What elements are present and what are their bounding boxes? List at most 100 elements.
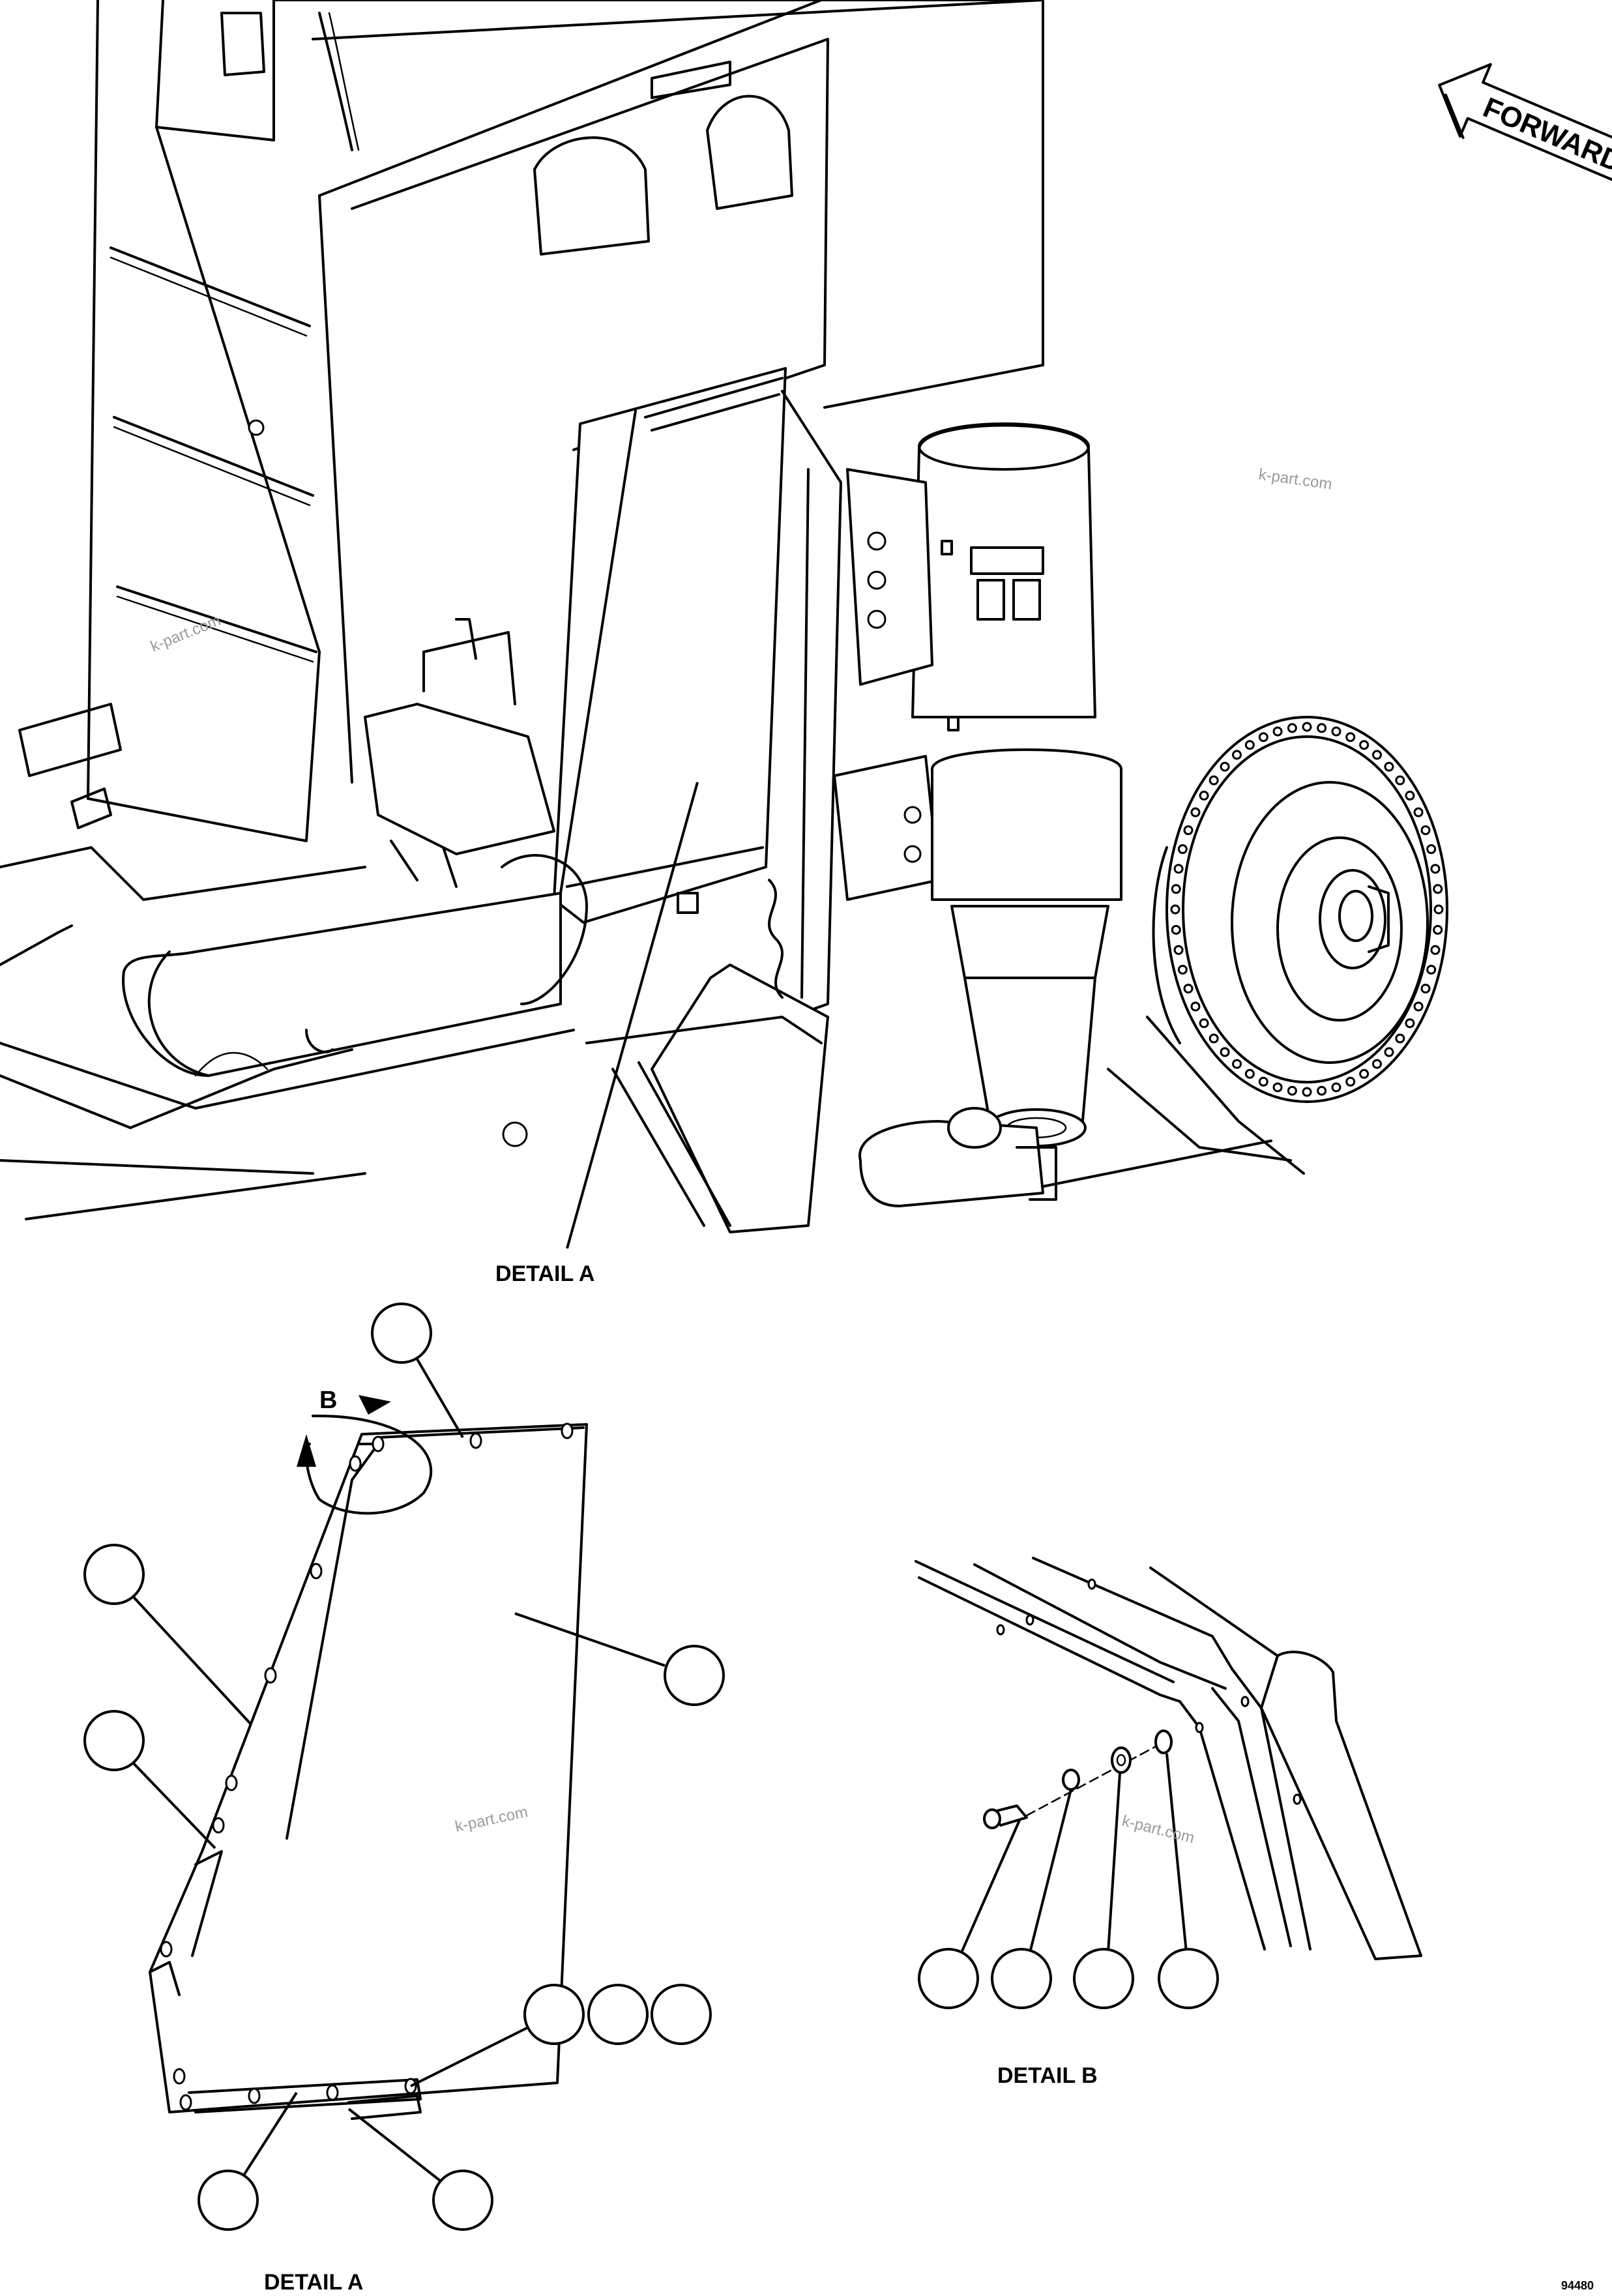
rotor-bolt-hole (1420, 825, 1431, 836)
rotor-bolt-hole (1173, 864, 1184, 874)
mounting-hole (212, 1817, 225, 1834)
callout-balloon (991, 1948, 1052, 2009)
panel-mounting-holes (160, 1422, 574, 2111)
rotor-bolt-hole (1170, 904, 1180, 915)
rotor-bolt-hole (1384, 761, 1394, 772)
rotor-bolt-hole (1331, 1082, 1341, 1093)
detail-a-bottom-label: DETAIL A (264, 2270, 363, 2295)
rotor-bolt-hole (1177, 964, 1188, 975)
rotor-bolt-ring (1170, 722, 1444, 1097)
rotor-bolt-hole (1199, 790, 1209, 801)
rotor-bolt-hole (1433, 884, 1443, 894)
flange-hole (1293, 1793, 1302, 1805)
watermark-1: k-part.com (1257, 465, 1333, 493)
callout-leader (1029, 1789, 1072, 1953)
rotor-bolt-hole (1359, 1068, 1370, 1079)
mounting-hole (372, 1435, 385, 1452)
rotor-bolt-hole (1232, 750, 1242, 760)
callout-leader (960, 1818, 1021, 1953)
detail-a-top-label: DETAIL A (495, 1261, 594, 1286)
rotor-bolt-hole (1433, 924, 1443, 935)
rotor-bolt-hole (1345, 1076, 1356, 1087)
rotor-bolt-hole (1426, 844, 1437, 855)
callout-balloon (83, 1544, 145, 1605)
rotor-bolt-hole (1371, 750, 1382, 760)
forward-label: FORWARD (1478, 91, 1612, 179)
callout-balloon (83, 1710, 145, 1771)
rotor-bolt-hole (1420, 983, 1431, 993)
rotor-bolt-hole (1177, 844, 1188, 855)
rotor-bolt-hole (1430, 945, 1441, 955)
mounting-hole (179, 2094, 192, 2111)
flange-hole (1025, 1614, 1034, 1626)
rotor-bolt-hole (1426, 964, 1437, 975)
callout-leader (132, 1596, 252, 1726)
rotor-bolt-hole (1413, 807, 1424, 817)
rotor-bolt-hole (1287, 723, 1297, 733)
detail-b-fastener-view: DETAIL B (915, 1557, 1422, 2088)
mounting-hole (561, 1422, 574, 1439)
flange-hole (1195, 1722, 1204, 1733)
rotor-bolt-hole (1199, 1018, 1209, 1029)
detail-a-leader-line (566, 782, 699, 1249)
watermark-4: k-part.com (1121, 1812, 1197, 1847)
rotor-bolt-hole (1244, 1068, 1255, 1079)
view-b-label: B (319, 1387, 337, 1414)
mounting-hole (248, 2087, 261, 2104)
rotor-bolt-hole (1258, 1076, 1268, 1087)
watermark-2: k-part.com (148, 611, 223, 655)
flange-holes (996, 1578, 1302, 1805)
rotor-bolt-hole (1258, 732, 1268, 743)
rotor-bolt-hole (1395, 775, 1405, 786)
callout-leader (416, 1358, 464, 1439)
forward-arrow-icon: FORWARD (1438, 63, 1612, 194)
rotor-bolt-hole (1272, 1082, 1283, 1093)
mounting-hole (469, 1432, 482, 1449)
callout-leader (514, 1612, 666, 1667)
mounting-hole (310, 1563, 323, 1580)
rotor-bolt-hole (1430, 864, 1441, 874)
rotor-bolt-hole (1317, 1085, 1327, 1096)
rotor-bolt-hole (1190, 1001, 1201, 1012)
mounting-hole (160, 1941, 173, 1958)
callout-leader (410, 2026, 529, 2087)
rotor-bolt-hole (1413, 1001, 1424, 1012)
machine-assembly-view (0, 0, 1448, 1249)
rotor-bolt-hole (1317, 723, 1327, 733)
rotor-bolt-hole (1183, 983, 1194, 993)
detail-a-callouts (83, 1303, 725, 2231)
flange-hole (1240, 1696, 1250, 1707)
rotor-bolt-hole (1220, 1047, 1230, 1057)
view-b-rotation-arrow (305, 1414, 433, 1515)
detail-b-label: DETAIL B (997, 2063, 1098, 2088)
callout-leader (1107, 1773, 1121, 1953)
rotor-bolt-hole (1371, 1059, 1382, 1069)
mounting-hole (264, 1667, 277, 1684)
sheet-code-label: 94480 (1561, 2279, 1594, 2292)
mounting-hole (326, 2084, 339, 2101)
flat-washer-icon (1111, 1746, 1132, 1774)
rotor-bolt-hole (1209, 775, 1219, 786)
callout-balloon (587, 1984, 649, 2045)
rotor-bolt-hole (1433, 904, 1444, 915)
rotor-bolt-hole (1405, 1018, 1415, 1029)
callout-leader (132, 1762, 216, 1849)
rotor-bolt-hole (1171, 884, 1181, 894)
flange-hole (1087, 1578, 1096, 1590)
rotor-bolt-hole (1244, 740, 1255, 750)
rotor-bolt-hole (1302, 1087, 1312, 1097)
rotor-bolt-hole (1272, 726, 1283, 737)
rotor-bolt-hole (1232, 1059, 1242, 1069)
callout-balloon (523, 1984, 585, 2045)
callout-leader (243, 2091, 298, 2175)
callout-balloon (371, 1303, 432, 1364)
callout-balloon (1158, 1948, 1219, 2009)
lock-washer-icon (1062, 1769, 1080, 1791)
detail-a-panel-view: B DETAIL A (83, 1303, 725, 2295)
callout-balloon (1073, 1948, 1134, 2009)
rotor-bolt-hole (1384, 1047, 1394, 1057)
callout-leader (1165, 1753, 1188, 1953)
callout-balloon (918, 1948, 979, 2009)
rotor-bolt-hole (1405, 790, 1415, 801)
